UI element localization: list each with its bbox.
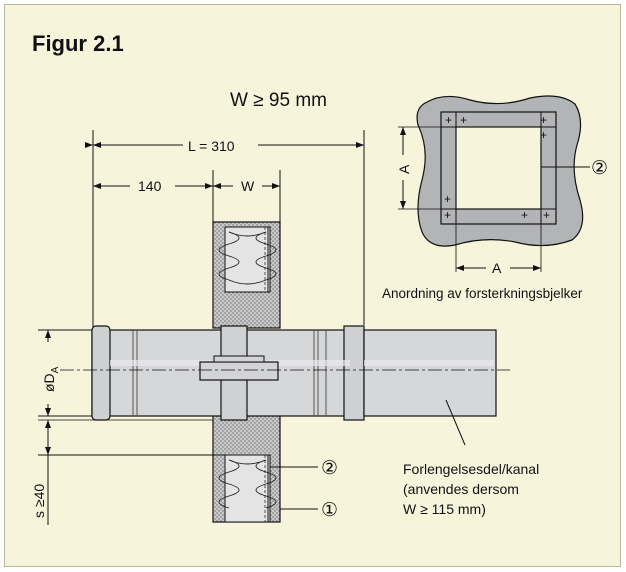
svg-text:+: + <box>445 113 452 127</box>
diameter-label: øDA <box>41 366 61 392</box>
length-label: L = 310 <box>188 138 235 154</box>
wall-callouts: ② ① <box>270 458 338 521</box>
callout-1: ① <box>321 500 338 521</box>
spacing-dimension: s ≥40 <box>31 419 225 525</box>
figure-frame <box>4 4 621 567</box>
extension-note-line-2: (anvendes dersom <box>403 481 519 497</box>
length-dimension: L = 310 <box>85 138 364 154</box>
callout-2: ② <box>321 458 338 479</box>
svg-text:+: + <box>540 128 547 142</box>
svg-text:+: + <box>444 208 451 222</box>
width-condition-label: W ≥ 95 mm <box>230 90 327 111</box>
extension-note-line-1: Forlengelsesdel/kanal <box>403 461 539 477</box>
wall-width-label: W <box>241 178 255 194</box>
pipe-extension <box>363 329 497 417</box>
svg-text:+: + <box>460 113 467 127</box>
svg-text:+: + <box>543 208 550 222</box>
inset-a-horizontal-label: A <box>492 260 502 276</box>
extension-note-line-3: W ≥ 115 mm) <box>403 501 486 517</box>
wall-lower <box>212 411 281 523</box>
offset-dimension: 140 W <box>93 178 280 194</box>
diameter-dimension: øDA <box>38 329 92 417</box>
svg-text:+: + <box>521 208 528 222</box>
extension-note: Forlengelsesdel/kanal (anvendes dersom W… <box>403 461 539 517</box>
wall-upper <box>212 221 281 329</box>
svg-text:+: + <box>540 113 547 127</box>
figure-title: Figur 2.1 <box>32 31 124 56</box>
inset-callout-2: ② <box>591 158 608 179</box>
inset-a-vertical-label: A <box>396 164 412 174</box>
extension-lines <box>92 130 365 330</box>
inset-caption: Anordning av forsterkningsbjelker <box>382 286 583 301</box>
inset-cross-markers: + + + + + + + + <box>444 113 550 222</box>
svg-text:+: + <box>444 192 451 206</box>
offset-label: 140 <box>138 178 162 194</box>
pipe-main <box>91 325 365 421</box>
spacing-label: s ≥40 <box>31 484 47 518</box>
extension-leader <box>445 399 466 446</box>
inset-diagram: + + + + + + + + A A ② Anordning av forst… <box>382 95 608 301</box>
